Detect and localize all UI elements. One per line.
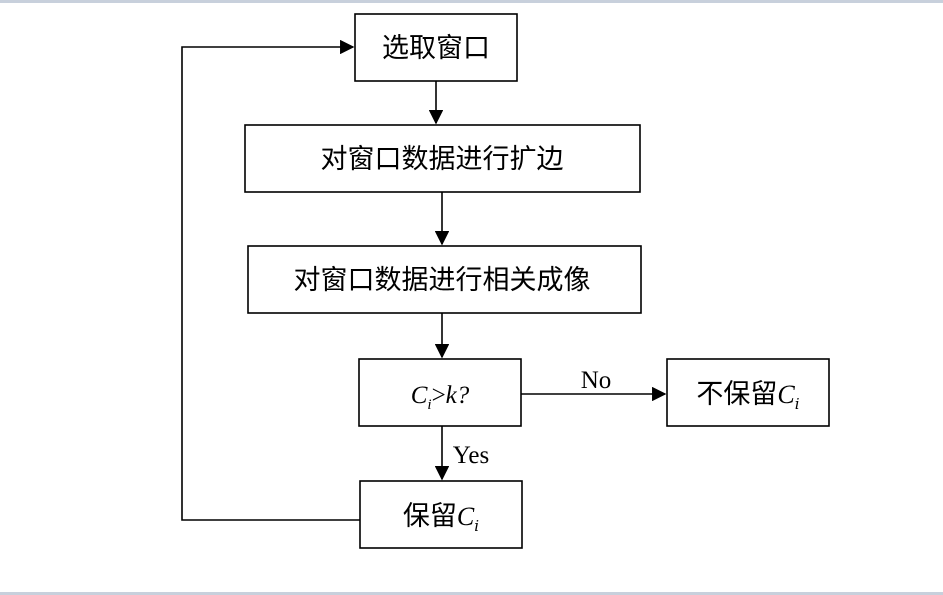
edge-label-no: No [581, 367, 612, 394]
node-select-window-label: 选取窗口 [382, 33, 490, 64]
arrow-loop-back [181, 39, 360, 521]
edge-label-yes: Yes [453, 442, 489, 469]
node-discard-label: 不保留Ci [696, 379, 799, 413]
keep-subscript: i [474, 517, 479, 535]
keep-prefix: 保留 [403, 501, 457, 532]
node-expand-edges: 对窗口数据进行扩边 [244, 124, 641, 193]
node-decision-label: Ci>k? [411, 382, 470, 413]
node-keep: 保留Ci [359, 480, 523, 549]
decision-symbol: C [411, 382, 428, 409]
discard-subscript: i [795, 395, 800, 413]
top-frame-border [0, 0, 943, 3]
decision-threshold: k? [446, 382, 470, 409]
node-expand-edges-label: 对窗口数据进行扩边 [321, 144, 564, 175]
node-keep-label: 保留Ci [403, 501, 479, 535]
node-correlation-imaging: 对窗口数据进行相关成像 [247, 245, 642, 314]
node-select-window: 选取窗口 [354, 13, 518, 82]
node-decision: Ci>k? [358, 358, 522, 427]
decision-subscript: i [427, 397, 431, 413]
keep-symbol: C [457, 502, 475, 531]
node-discard: 不保留Ci [666, 358, 830, 427]
bottom-frame-border [0, 592, 943, 595]
discard-prefix: 不保留 [696, 379, 777, 410]
node-correlation-imaging-label: 对窗口数据进行相关成像 [294, 265, 591, 296]
decision-operator: > [432, 382, 446, 409]
discard-symbol: C [777, 380, 795, 409]
